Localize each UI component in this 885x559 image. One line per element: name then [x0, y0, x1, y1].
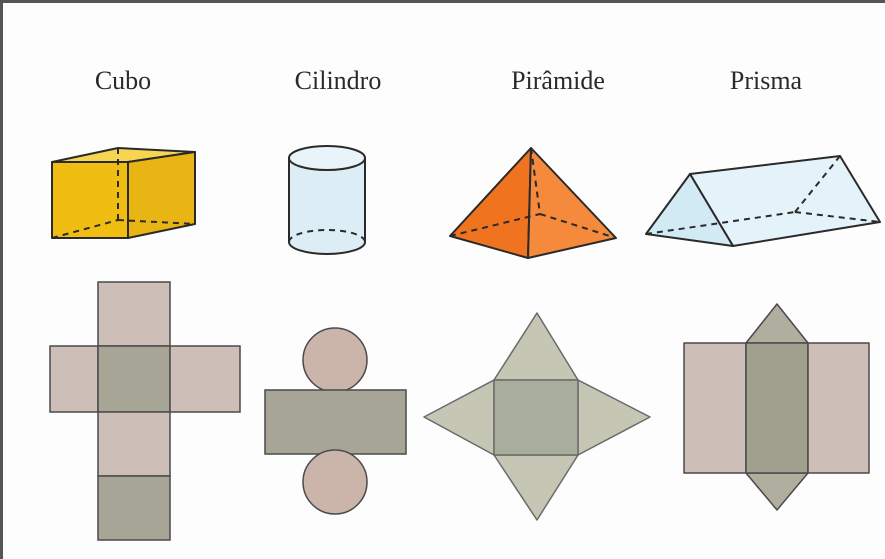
prism-net-face — [807, 342, 870, 474]
cube-hidden-edge — [51, 219, 119, 239]
pyramid-net — [423, 312, 651, 521]
prism-hidden-edge — [794, 211, 881, 223]
cube-net-face — [97, 475, 171, 541]
prism-front-face — [645, 173, 734, 247]
cube-side-face — [127, 151, 196, 239]
label-cube: Cubo — [94, 66, 152, 95]
label-prism: Prisma — [729, 66, 803, 95]
pyramid-solid — [449, 147, 617, 259]
pyramid-net-triangle — [423, 379, 495, 456]
pyramid-hidden-edge — [530, 147, 541, 215]
label-cylinder: Cilindro — [294, 66, 382, 95]
cube-net-face — [97, 411, 171, 477]
cylinder-body — [288, 157, 366, 255]
pyramid-net-triangle — [493, 312, 579, 381]
cylinder-hidden-edge — [288, 229, 366, 243]
cylinder-solid — [288, 145, 366, 255]
cube-front-face — [51, 161, 129, 239]
pyramid-net-triangle — [577, 379, 651, 456]
prism-net-triangle — [745, 303, 809, 344]
prism-net — [683, 303, 870, 511]
prism-hidden-edge — [794, 155, 841, 213]
cube-solid — [51, 147, 196, 239]
label-pyramid: Pirâmide — [511, 66, 605, 95]
cylinder-net-bottom-circle — [302, 449, 368, 515]
pyramid-hidden-edge — [449, 213, 541, 237]
cube-hidden-edge — [117, 219, 196, 225]
prism-net-triangle — [745, 472, 809, 511]
prism-hidden-edge — [645, 211, 796, 235]
pyramid-right-face — [527, 147, 617, 259]
cube-net-face — [97, 345, 171, 413]
prism-net-face — [745, 342, 809, 474]
cylinder-top — [288, 145, 366, 171]
cylinder-net-rectangle — [264, 389, 407, 455]
pyramid-left-face — [449, 147, 532, 259]
cylinder-net-top-circle — [302, 327, 368, 393]
pyramid-net-triangle — [493, 454, 579, 521]
cube-net — [49, 281, 241, 541]
pyramid-net-base — [493, 379, 579, 456]
prism-net-face — [683, 342, 747, 474]
cylinder-net — [264, 327, 407, 515]
cube-net-face — [97, 281, 171, 347]
cube-net-face — [169, 345, 241, 413]
prism-solid — [645, 155, 881, 247]
cube-net-face — [49, 345, 99, 413]
pyramid-hidden-edge — [539, 213, 617, 239]
